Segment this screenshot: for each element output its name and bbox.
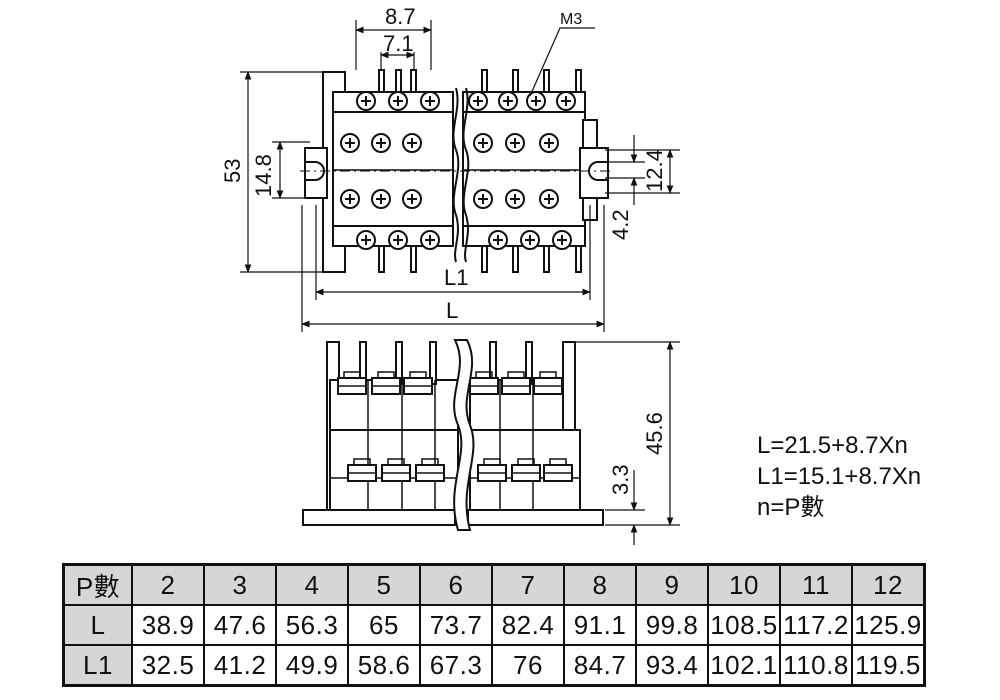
table-header-cell: 8	[563, 563, 637, 606]
table-header-cell: 4	[275, 563, 349, 606]
dim-screw: M3	[560, 11, 582, 28]
table-cell: 58.6	[347, 644, 421, 687]
table-cell: 56.3	[275, 604, 349, 646]
table-cell: 67.3	[419, 644, 493, 687]
top-view	[300, 69, 612, 273]
table-header-cell: P數	[62, 563, 133, 606]
row-label: L	[62, 604, 133, 646]
table-header-cell: 6	[419, 563, 493, 606]
table-cell: 99.8	[635, 604, 709, 646]
formula-n: n=P數	[757, 494, 825, 521]
table-cell: 47.6	[203, 604, 277, 646]
dim-side-height: 45.6	[642, 412, 667, 455]
table-header-cell: 9	[635, 563, 709, 606]
table-cell: 110.8	[779, 644, 853, 687]
dimension-lines-top	[240, 20, 680, 332]
side-view	[302, 341, 604, 526]
table-cell: 82.4	[491, 604, 565, 646]
table-cell: 76	[491, 644, 565, 687]
table-cell: 41.2	[203, 644, 277, 687]
table-header-cell: 7	[491, 563, 565, 606]
table-header-cell: 12	[851, 563, 926, 606]
table-cell: 49.9	[275, 644, 349, 687]
table-cell: 73.7	[419, 604, 493, 646]
terminal-block-drawing: 8.7 7.1 M3 53 14.8 12.4 4.2 L1 L	[220, 4, 680, 545]
formula-l1: L1=15.1+8.7Xn	[757, 463, 922, 490]
formula-block: L=21.5+8.7Xn L1=15.1+8.7Xn n=P數	[757, 430, 921, 523]
table-header-cell: 11	[779, 563, 853, 606]
table-cell: 84.7	[563, 644, 637, 687]
table-cell: 32.5	[131, 644, 205, 687]
dim-side-offset: 3.3	[608, 464, 633, 495]
table-cell: 65	[347, 604, 421, 646]
dimension-table: P數 2 3 4 5 6 7 8 9 10 11 12 L 38.9 47.6 …	[62, 563, 926, 687]
table-header-cell: 2	[131, 563, 205, 606]
dim-l1-label: L1	[444, 265, 468, 290]
side-break	[453, 339, 475, 531]
dim-inner-pitch: 7.1	[383, 31, 414, 56]
row-label: L1	[62, 644, 133, 687]
dim-height: 53	[220, 159, 245, 183]
dim-offset: 4.2	[608, 209, 633, 240]
table-cell: 108.5	[707, 604, 781, 646]
formula-l: L=21.5+8.7Xn	[757, 432, 908, 459]
table-row: L1 32.5 41.2 49.9 58.6 67.3 76 84.7 93.4…	[62, 644, 926, 687]
dimension-lines-side	[575, 341, 680, 545]
table-cell: 119.5	[851, 644, 926, 687]
dim-pitch: 8.7	[385, 4, 416, 29]
table-cell: 102.1	[707, 644, 781, 687]
dim-l-label: L	[446, 298, 458, 323]
table-header-cell: 5	[347, 563, 421, 606]
table-cell: 93.4	[635, 644, 709, 687]
table-cell: 91.1	[563, 604, 637, 646]
table-header-cell: 10	[707, 563, 781, 606]
table-header-row: P數 2 3 4 5 6 7 8 9 10 11 12	[62, 563, 926, 606]
dim-slot-right: 12.4	[642, 149, 667, 192]
table-row: L 38.9 47.6 56.3 65 73.7 82.4 91.1 99.8 …	[62, 604, 926, 646]
dim-mount-slot: 14.8	[251, 154, 276, 197]
table-cell: 38.9	[131, 604, 205, 646]
table-cell: 117.2	[779, 604, 853, 646]
table-cell: 125.9	[851, 604, 926, 646]
table-header-cell: 3	[203, 563, 277, 606]
